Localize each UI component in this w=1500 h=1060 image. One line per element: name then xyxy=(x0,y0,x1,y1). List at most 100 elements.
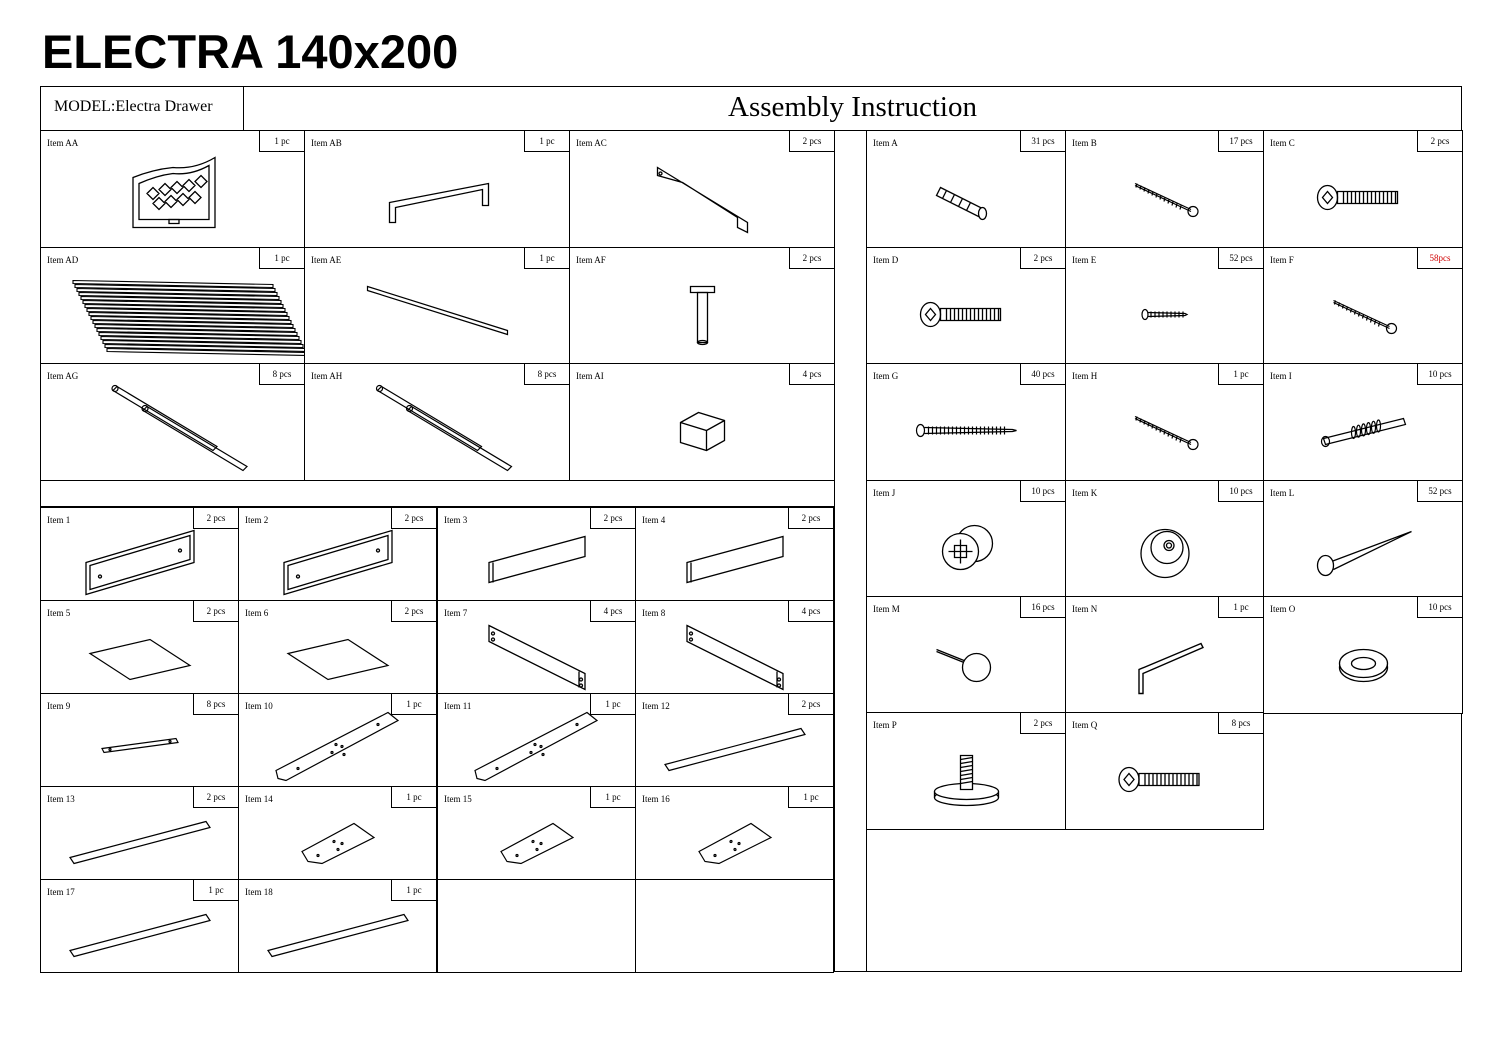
item-quantity: 8 pcs xyxy=(193,694,238,715)
item-name: Item A xyxy=(873,138,898,148)
item-name: Item AE xyxy=(311,255,342,265)
item-name: Item 7 xyxy=(444,608,468,618)
handle-bar-icon xyxy=(305,131,570,248)
item-name: Item 15 xyxy=(444,794,472,804)
slat-base-icon xyxy=(41,248,304,365)
item-name: Item 14 xyxy=(245,794,273,804)
item-name: Item AB xyxy=(311,138,342,148)
item-name: Item G xyxy=(873,371,899,381)
item-name: Item 5 xyxy=(47,608,71,618)
screw-icon xyxy=(1066,364,1264,481)
item-name: Item P xyxy=(873,720,897,730)
item-quantity: 1 pc xyxy=(391,880,436,901)
item-name: Item C xyxy=(1270,138,1295,148)
item-quantity: 2 pcs xyxy=(788,694,833,715)
item-quantity: 2 pcs xyxy=(1020,248,1065,269)
drawer-runner-icon xyxy=(41,364,305,481)
empty-cell xyxy=(635,879,834,973)
spacer-row xyxy=(40,479,835,507)
document-title: ELECTRA 140x200 xyxy=(42,25,459,78)
item-name: Item E xyxy=(1072,255,1097,265)
item-quantity: 8 pcs xyxy=(1218,713,1263,734)
long-strip-icon xyxy=(636,694,834,787)
hardware-cell-g: Item G 40 pcs xyxy=(866,363,1066,481)
item-quantity: 4 pcs xyxy=(590,601,635,622)
drawer-runner-icon xyxy=(305,364,570,481)
hex-bolt-icon xyxy=(867,248,1066,365)
screw-icon xyxy=(1066,131,1264,248)
divider-column xyxy=(834,130,867,972)
item-name: Item L xyxy=(1270,488,1295,498)
item-quantity: 1 pc xyxy=(590,787,635,808)
frame-part-cell-ae: Item AE 1 pc xyxy=(304,247,570,365)
item-name: Item AA xyxy=(47,138,79,148)
item-name: Item 8 xyxy=(642,608,666,618)
instruction-title: Assembly Instruction xyxy=(243,86,1462,131)
item-name: Item B xyxy=(1072,138,1097,148)
item-name: Item 2 xyxy=(245,515,269,525)
item-name: Item 6 xyxy=(245,608,269,618)
hex-bolt-icon xyxy=(1066,713,1264,830)
item-quantity: 10 pcs xyxy=(1218,481,1263,502)
hardware-cell-e: Item E 52 pcs xyxy=(1065,247,1264,365)
long-screw-icon xyxy=(867,364,1066,481)
item-quantity: 58pcs xyxy=(1417,248,1462,269)
item-name: Item 3 xyxy=(444,515,468,525)
screw-icon xyxy=(1264,248,1463,365)
item-quantity: 1 pc xyxy=(788,787,833,808)
adjustable-foot-icon xyxy=(867,713,1066,830)
item-quantity: 2 pcs xyxy=(789,248,834,269)
item-name: Item Q xyxy=(1072,720,1098,730)
item-name: Item AC xyxy=(576,138,607,148)
item-name: Item 12 xyxy=(642,701,670,711)
side-rail-icon xyxy=(570,131,835,248)
item-quantity: 10 pcs xyxy=(1417,597,1462,618)
drilled-board-icon xyxy=(239,694,437,787)
washer-icon xyxy=(1264,597,1463,714)
support-leg-icon xyxy=(570,248,835,365)
item-quantity: 17 pcs xyxy=(1218,131,1263,152)
item-quantity: 52 pcs xyxy=(1218,248,1263,269)
long-strip-icon xyxy=(239,880,437,973)
small-plate-icon xyxy=(239,787,437,880)
item-name: Item 1 xyxy=(47,515,71,525)
item-quantity: 1 pc xyxy=(524,248,569,269)
nail-icon xyxy=(1264,481,1463,598)
item-name: Item AI xyxy=(576,371,604,381)
item-quantity: 2 pcs xyxy=(1417,131,1462,152)
side-board-icon xyxy=(438,601,636,694)
item-name: Item F xyxy=(1270,255,1294,265)
item-quantity: 16 pcs xyxy=(1020,597,1065,618)
item-name: Item I xyxy=(1270,371,1292,381)
item-quantity: 40 pcs xyxy=(1020,364,1065,385)
item-name: Item AF xyxy=(576,255,606,265)
item-quantity: 1 pc xyxy=(1218,597,1263,618)
item-quantity: 10 pcs xyxy=(1417,364,1462,385)
drilled-board-icon xyxy=(438,694,636,787)
center-rail-icon xyxy=(305,248,570,365)
item-quantity: 1 pc xyxy=(1218,364,1263,385)
corner-block-icon xyxy=(570,364,835,481)
headboard-icon xyxy=(41,131,305,248)
item-quantity: 1 pc xyxy=(524,131,569,152)
item-name: Item K xyxy=(1072,488,1098,498)
item-quantity: 8 pcs xyxy=(259,364,304,385)
drawer-part-cell-12: Item 12 2 pcs xyxy=(635,693,834,787)
